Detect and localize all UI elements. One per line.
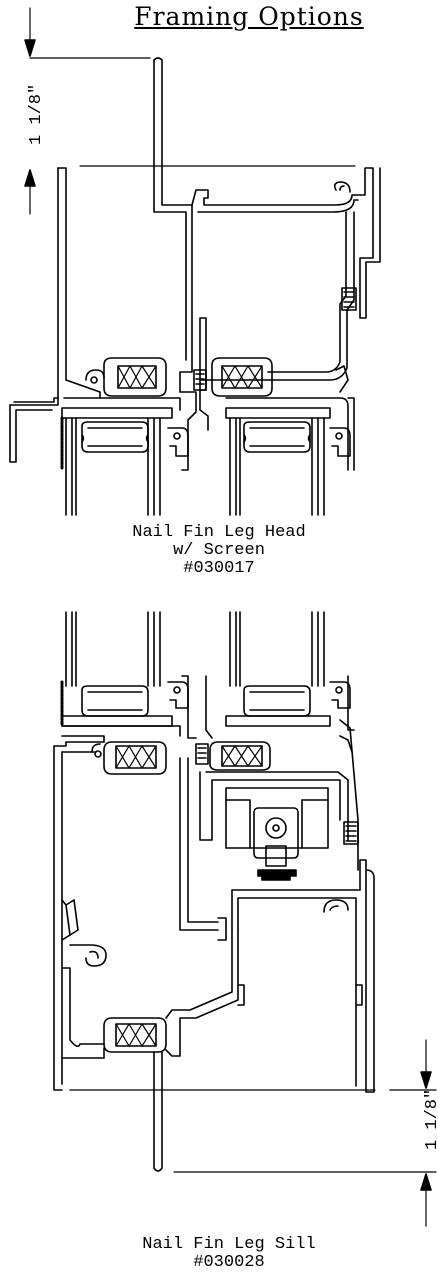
sill-detail: 1 1/8" bbox=[53, 611, 438, 1227]
head-left-glass bbox=[60, 397, 189, 516]
head-caption-line3: #030017 bbox=[183, 559, 255, 578]
page-title: Framing Options bbox=[134, 2, 364, 31]
sill-left-gasket bbox=[65, 741, 167, 775]
head-caption-line1: Nail Fin Leg Head bbox=[132, 523, 306, 542]
sill-bottom-gasket bbox=[103, 1017, 167, 1053]
sill-roller bbox=[253, 807, 299, 881]
head-detail: 1 1/8" bbox=[9, 7, 381, 516]
sill-right-glass bbox=[225, 611, 355, 753]
sill-caption-line2: #030028 bbox=[193, 1253, 265, 1272]
head-left-gasket bbox=[85, 357, 167, 397]
head-right-glass bbox=[225, 365, 355, 516]
sill-caption: Nail Fin Leg Sill #030028 bbox=[0, 1236, 438, 1272]
head-caption: Nail Fin Leg Head w/ Screen #030017 bbox=[0, 524, 438, 578]
head-dimension-label: 1 1/8" bbox=[27, 84, 46, 145]
sill-dimension-label: 1 1/8" bbox=[423, 1089, 438, 1150]
head-right-gasket bbox=[193, 357, 273, 397]
sill-left-glass bbox=[60, 611, 189, 737]
head-dimension: 1 1/8" bbox=[24, 7, 356, 215]
sill-dimension: 1 1/8" bbox=[173, 1039, 438, 1227]
sill-caption-line1: Nail Fin Leg Sill bbox=[142, 1235, 316, 1254]
sill-right-gasket bbox=[195, 741, 271, 771]
head-caption-line2: w/ Screen bbox=[173, 541, 265, 560]
